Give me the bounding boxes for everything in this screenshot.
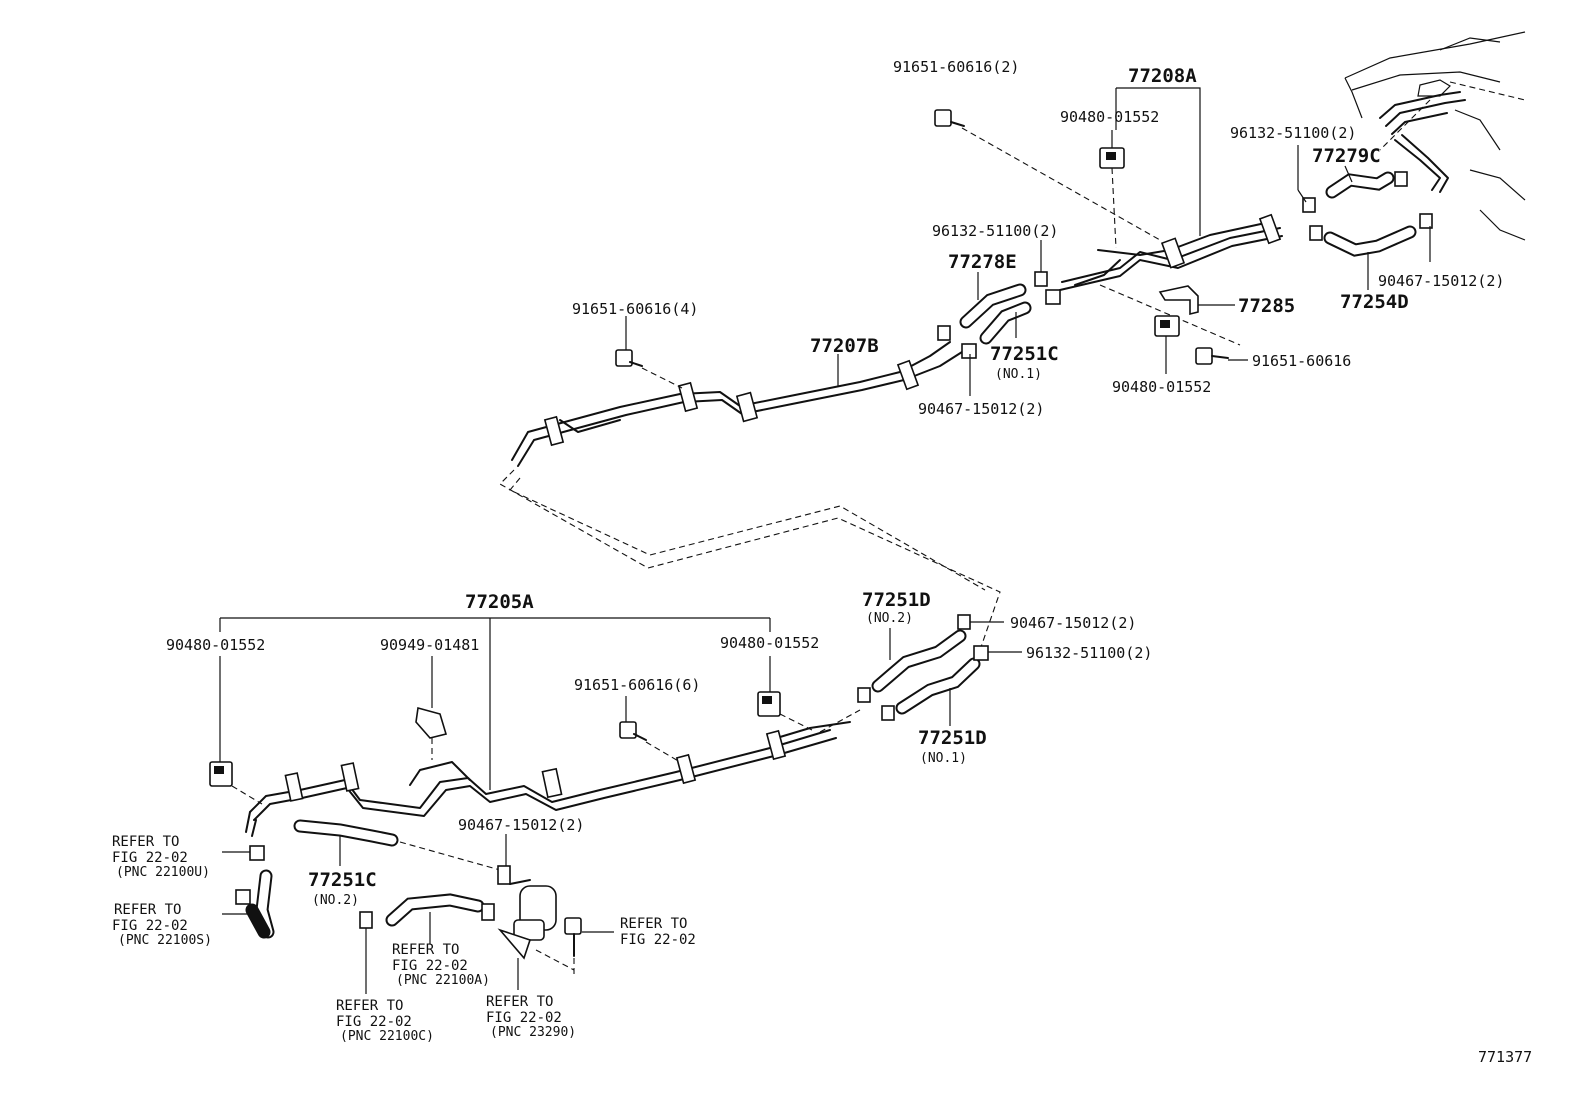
ref-s-line3: (PNC 22100S) bbox=[118, 933, 212, 948]
label-pipe-207b: 77207B bbox=[810, 335, 879, 357]
hose-77251c-no1 bbox=[979, 301, 1032, 345]
hose-77251d-no2 bbox=[871, 629, 967, 693]
clip-96132-mid-icon bbox=[1034, 271, 1061, 305]
hose-77279c bbox=[1325, 171, 1395, 199]
ref-23290-line3: (PNC 23290) bbox=[490, 1025, 576, 1040]
ref-s-line2: FIG 22-02 bbox=[112, 918, 188, 934]
label-clamp-lower: 90480-01552 bbox=[1112, 378, 1211, 396]
hose-77251d-no1 bbox=[895, 657, 981, 715]
label-hose-251c-bot: 77251C bbox=[308, 869, 377, 891]
reference-notes: REFER TO FIG 22-02 (PNC 22100U) REFER TO… bbox=[112, 834, 696, 1044]
clip-ref-c-icon bbox=[359, 911, 373, 929]
pipe-assembly-77205a bbox=[245, 721, 851, 837]
bracket-77285-icon bbox=[1158, 285, 1199, 316]
clamp-90467-bottom-icon bbox=[497, 865, 511, 885]
label-clamp-top: 90480-01552 bbox=[1060, 108, 1159, 126]
ref-a-line3: (PNC 22100A) bbox=[396, 973, 490, 988]
bolt-91651-single-icon bbox=[1195, 347, 1229, 365]
label-bolt-single: 91651-60616 bbox=[1252, 352, 1351, 370]
ref-23290-line1: REFER TO bbox=[486, 994, 553, 1010]
ref-23290-line2: FIG 22-02 bbox=[486, 1010, 562, 1026]
clip-96132-251d-icon bbox=[881, 645, 989, 721]
hose-ref-s bbox=[235, 869, 275, 939]
label-hose-254d: 77254D bbox=[1340, 291, 1409, 313]
label-clamp-bottom: 90467-15012(2) bbox=[458, 816, 584, 834]
clamp-90467-251d-icon bbox=[857, 614, 971, 703]
hose-77278e bbox=[959, 283, 1027, 329]
label-bracket: 77285 bbox=[1238, 295, 1295, 317]
label-clip-251d: 96132-51100(2) bbox=[1026, 644, 1152, 662]
ref-u-line1: REFER TO bbox=[112, 834, 179, 850]
ref-c-line3: (PNC 22100C) bbox=[340, 1029, 434, 1044]
label-grommet: 90949-01481 bbox=[380, 636, 479, 654]
ref-c-line1: REFER TO bbox=[336, 998, 403, 1014]
figure-id: 771377 bbox=[1478, 1048, 1532, 1066]
label-hose-tr: 77279C bbox=[1312, 145, 1381, 167]
ref-c-line2: FIG 22-02 bbox=[336, 1014, 412, 1030]
clamp-90480-right-icon bbox=[757, 691, 781, 717]
label-bolt6: 91651-60616(6) bbox=[574, 676, 700, 694]
ref-bolt-line1: REFER TO bbox=[620, 916, 687, 932]
bolt-ref-icon bbox=[564, 917, 582, 957]
bolt-91651-top-icon bbox=[934, 109, 965, 127]
label-clamp-mid2: 90467-15012(2) bbox=[918, 400, 1044, 418]
clip-ref-u-icon bbox=[249, 845, 265, 861]
grommet-90949-icon bbox=[415, 706, 448, 739]
clamp-90480-left-icon bbox=[209, 761, 233, 787]
label-clamp-left: 90480-01552 bbox=[166, 636, 265, 654]
ref-u-line2: FIG 22-02 bbox=[112, 850, 188, 866]
label-assy-top: 77208A bbox=[1128, 65, 1197, 87]
part-labels: 91651-60616(2) 77208A 90480-01552 96132-… bbox=[166, 58, 1532, 1066]
bolt-91651-6-icon bbox=[619, 721, 647, 741]
clamp-90480-top-icon bbox=[1099, 147, 1125, 169]
clamp-90480-lower-icon bbox=[1154, 315, 1180, 337]
label-hose-251c-no: (NO.1) bbox=[995, 367, 1042, 382]
label-assy-main: 77205A bbox=[465, 591, 534, 613]
ref-u-line3: (PNC 22100U) bbox=[116, 865, 210, 880]
label-hose-251c: 77251C bbox=[990, 343, 1059, 365]
clip-96132-tr bbox=[1302, 171, 1433, 241]
vsv-23290-icon bbox=[497, 879, 557, 960]
fuel-tank-outline bbox=[1344, 31, 1526, 241]
label-clip-tr: 96132-51100(2) bbox=[1230, 124, 1356, 142]
label-clamp-251d: 90467-15012(2) bbox=[1010, 614, 1136, 632]
bolt-91651-left4-icon bbox=[615, 349, 643, 367]
clamp-90467-mid-icon bbox=[937, 325, 977, 359]
label-clip-mid: 96132-51100(2) bbox=[932, 222, 1058, 240]
label-hose-251c-bot-no: (NO.2) bbox=[312, 893, 359, 908]
ref-bolt-line2: FIG 22-02 bbox=[620, 932, 696, 948]
ref-a-line1: REFER TO bbox=[392, 942, 459, 958]
pipe-77207b bbox=[511, 341, 963, 467]
label-hose-251d-bot: 77251D bbox=[918, 727, 987, 749]
label-hose-251d-bot-no: (NO.1) bbox=[920, 751, 967, 766]
label-hose-251d-top-no: (NO.2) bbox=[866, 611, 913, 626]
leader-lines bbox=[219, 87, 1431, 994]
pipe-assembly-77208a bbox=[1059, 213, 1283, 291]
ref-a-line2: FIG 22-02 bbox=[392, 958, 468, 974]
label-hose-251d-top: 77251D bbox=[862, 589, 931, 611]
label-hose-78e: 77278E bbox=[948, 251, 1017, 273]
hose-ref-a bbox=[385, 893, 495, 927]
label-clamp-tr2: 90467-15012(2) bbox=[1378, 272, 1504, 290]
hose-77251c-no2 bbox=[293, 819, 399, 847]
label-bolt-top: 91651-60616(2) bbox=[893, 58, 1019, 76]
hose-77254d bbox=[1323, 225, 1417, 257]
label-bolt-left4: 91651-60616(4) bbox=[572, 300, 698, 318]
label-clamp-right: 90480-01552 bbox=[720, 634, 819, 652]
ref-s-line1: REFER TO bbox=[114, 902, 181, 918]
